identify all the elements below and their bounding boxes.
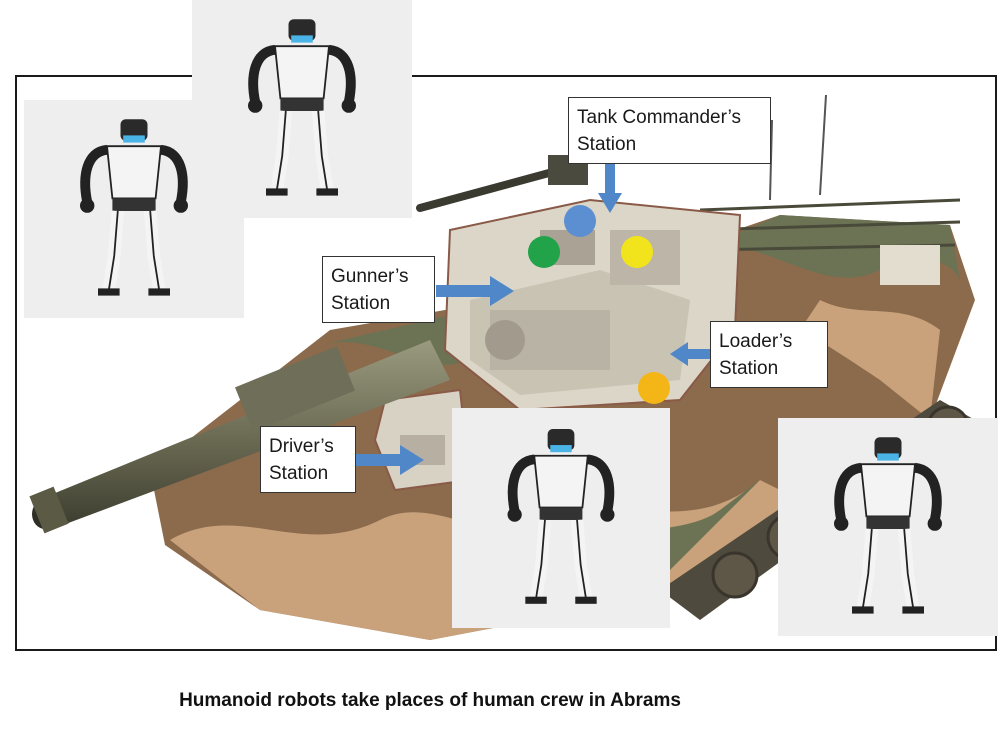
loader-station-marker-top bbox=[621, 236, 653, 268]
commander-station-label: Tank Commander’s Station bbox=[568, 97, 771, 164]
antennas bbox=[769, 94, 827, 201]
driver-arrow bbox=[356, 445, 424, 475]
commander-label-line2: Station bbox=[577, 134, 637, 155]
driver-station-label: Driver’s Station bbox=[260, 426, 356, 493]
gunner-label-line2: Station bbox=[331, 293, 391, 314]
loader-label-line2: Station bbox=[719, 358, 779, 379]
turret-cutaway bbox=[443, 198, 940, 412]
gunner-arrow bbox=[436, 276, 514, 306]
figure-caption: Humanoid robots take places of human cre… bbox=[179, 690, 681, 711]
humanoid-robot-icon bbox=[834, 437, 942, 614]
gunner-label-line1: Gunner’s bbox=[331, 266, 409, 287]
driver-label-line2: Station bbox=[269, 463, 329, 484]
loader-label-line1: Loader’s bbox=[719, 331, 793, 352]
robot-panel-bottom-center bbox=[452, 408, 670, 628]
commander-arrow bbox=[598, 163, 622, 213]
humanoid-robot-icon bbox=[80, 119, 188, 296]
loader-station-label: Loader’s Station bbox=[710, 321, 828, 388]
humanoid-robot-icon bbox=[507, 429, 615, 604]
humanoid-robot-icon bbox=[248, 19, 356, 196]
robot-panel-top-left bbox=[24, 100, 244, 318]
commander-label-line1: Tank Commander’s bbox=[577, 107, 742, 128]
gunner-station-label: Gunner’s Station bbox=[322, 256, 435, 323]
gunner-station-marker bbox=[528, 236, 560, 268]
machine-gun bbox=[416, 155, 588, 212]
commander-station-marker bbox=[564, 205, 596, 237]
loader-arrow bbox=[670, 342, 712, 366]
loader-station-marker-bottom bbox=[638, 372, 670, 404]
robot-panel-bottom-right bbox=[778, 418, 998, 636]
driver-label-line1: Driver’s bbox=[269, 436, 334, 457]
main-gun-barrel bbox=[29, 340, 450, 534]
